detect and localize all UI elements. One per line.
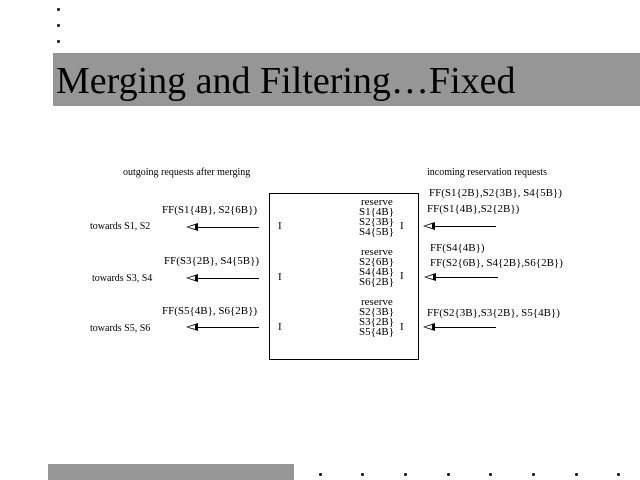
reserve-line: S2{3B} <box>359 306 395 318</box>
bullet-dot <box>57 40 60 43</box>
footer-dot <box>447 473 450 476</box>
incoming-label: FF(S2{3B},S3{2B}, S5{4B}) <box>427 307 560 319</box>
reserve-heading: reserve <box>361 246 393 258</box>
incoming-label: FF(S1{4B},S2{2B}) <box>427 203 520 215</box>
port-label: I <box>400 270 404 282</box>
footer-dot <box>319 473 322 476</box>
port-label: I <box>278 220 282 232</box>
reserve-block: reserve S2{3B} S3{2B} S5{4B} <box>359 296 395 338</box>
outgoing-label: FF(S5{4B}, S6{2B}) <box>162 305 258 317</box>
port-label: I <box>278 321 282 333</box>
reserve-line: S2{6B} <box>359 256 395 268</box>
footer-dot <box>489 473 492 476</box>
footer-dot <box>532 473 535 476</box>
footer-bar <box>48 464 294 480</box>
port-label: I <box>278 271 282 283</box>
destination-label: towards S1, S2 <box>90 221 151 232</box>
bullet-dot <box>57 8 60 11</box>
footer-dot <box>361 473 364 476</box>
bullet-dot <box>57 24 60 27</box>
outgoing-label: FF(S3{2B}, S4{5B}) <box>164 255 260 267</box>
reserve-line: S5{4B} <box>359 326 395 338</box>
reserve-heading: reserve <box>361 196 393 208</box>
incoming-label: FF(S2{6B}, S4{2B},S6{2B}) <box>430 257 563 269</box>
incoming-label: FF(S4{4B}) <box>430 242 485 254</box>
router-box <box>269 193 419 360</box>
destination-label: towards S5, S6 <box>90 323 151 334</box>
title-bar: Merging and Filtering…Fixed <box>53 53 640 106</box>
port-label: I <box>400 321 404 333</box>
reserve-line: S1{4B} <box>359 206 395 218</box>
reserve-heading: reserve <box>361 296 393 308</box>
right-heading: incoming reservation requests <box>427 167 547 178</box>
slide-title: Merging and Filtering…Fixed <box>56 60 516 102</box>
reserve-line: S3{2B} <box>359 316 395 328</box>
reserve-line: S4{4B} <box>359 266 395 278</box>
reserve-line: S6{2B} <box>359 276 395 288</box>
footer-dot <box>617 473 620 476</box>
reserve-line: S4{5B} <box>359 226 395 238</box>
reserve-block: reserve S1{4B} S2{3B} S4{5B} <box>359 196 395 238</box>
destination-label: towards S3, S4 <box>92 273 153 284</box>
incoming-label: FF(S1{2B},S2{3B}, S4{5B}) <box>429 187 562 199</box>
outgoing-label: FF(S1{4B}, S2{6B}) <box>162 204 258 216</box>
footer-dot <box>404 473 407 476</box>
reserve-line: S2{3B} <box>359 216 395 228</box>
port-label: I <box>400 220 404 232</box>
left-heading: outgoing requests after merging <box>123 167 251 178</box>
footer-dot <box>575 473 578 476</box>
reserve-block: reserve S2{6B} S4{4B} S6{2B} <box>359 246 395 288</box>
